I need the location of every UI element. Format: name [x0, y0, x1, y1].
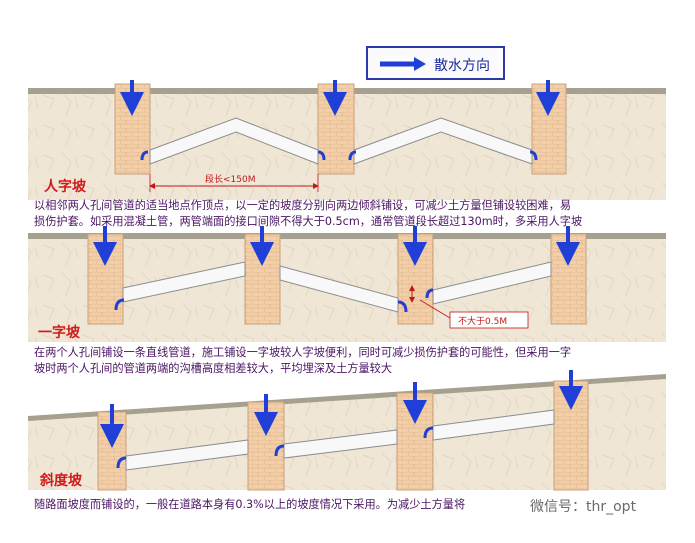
turn-arrow-icon	[348, 150, 357, 161]
label-gradient-slope: 斜度坡	[40, 473, 82, 489]
description-line: 坡时两个人孔间的管道两端的沟槽高度相差较大，平均埋深及土方量较大	[34, 362, 393, 375]
pipe-segment	[279, 265, 399, 313]
ground-line	[28, 374, 666, 421]
turn-arrow-icon	[317, 150, 326, 161]
turn-arrow-icon	[425, 288, 434, 299]
legend-label: 散水方向	[434, 58, 490, 74]
turn-arrow-icon	[529, 150, 538, 161]
right-arrow-icon	[380, 57, 426, 71]
section-herringbone-slope	[28, 80, 666, 200]
turn-arrow-icon	[140, 150, 149, 161]
turn-arrow-icon	[114, 298, 125, 311]
turn-arrow-icon	[116, 456, 127, 469]
section-straight-slope	[28, 226, 666, 342]
pipe-segment	[149, 117, 319, 165]
section-gradient-slope	[28, 370, 666, 491]
callout-box	[449, 311, 529, 329]
height-limit-caption: 不大于0.5M	[458, 317, 508, 327]
water-arrows	[93, 226, 580, 266]
turn-arrow-icon	[423, 426, 434, 439]
turn-arrow-icon	[397, 300, 408, 313]
pipe-segment	[283, 429, 398, 459]
pipe-segment	[432, 261, 552, 305]
pipe-segment	[353, 117, 533, 165]
label-herringbone-slope: 人字坡	[44, 179, 86, 195]
description-line: 随路面坡度而铺设的，一般在道路本身有0.3%以上的坡度情况下采用。为减少土方量将	[34, 498, 466, 511]
legend-box: 散水方向	[366, 46, 505, 80]
pipe-segment	[122, 261, 246, 303]
description-line: 以相邻两人孔间管道的适当地点作顶点，以一定的坡度分别向两边倾斜铺设，可减少土方量…	[34, 199, 572, 212]
ground-line	[28, 233, 666, 239]
description-line: 在两个人孔间铺设一条直线管道，施工铺设一字坡较人字坡便利，同时可减少损伤护套的可…	[34, 346, 572, 359]
pipe-segment	[432, 409, 555, 441]
description-line: 损伤护套。如采用混凝土管，两管端面的接口间隙不得大于0.5cm，通常管道段长超过…	[34, 215, 583, 228]
pipe-segment	[125, 439, 249, 471]
water-arrows	[100, 370, 583, 448]
label-straight-slope: 一字坡	[38, 325, 80, 341]
turn-arrow-icon	[274, 444, 285, 457]
water-arrows	[120, 80, 560, 116]
segment-length-caption: 段长<150M	[205, 175, 256, 185]
watermark: 微信号：thr_opt	[530, 499, 637, 515]
